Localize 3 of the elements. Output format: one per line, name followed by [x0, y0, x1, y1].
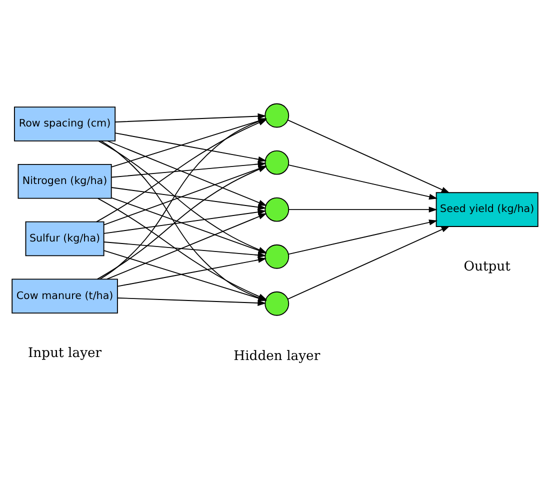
- label: Hidden layer: [234, 348, 320, 364]
- label: Output: [464, 259, 510, 274]
- label: Input layer: [28, 346, 102, 361]
